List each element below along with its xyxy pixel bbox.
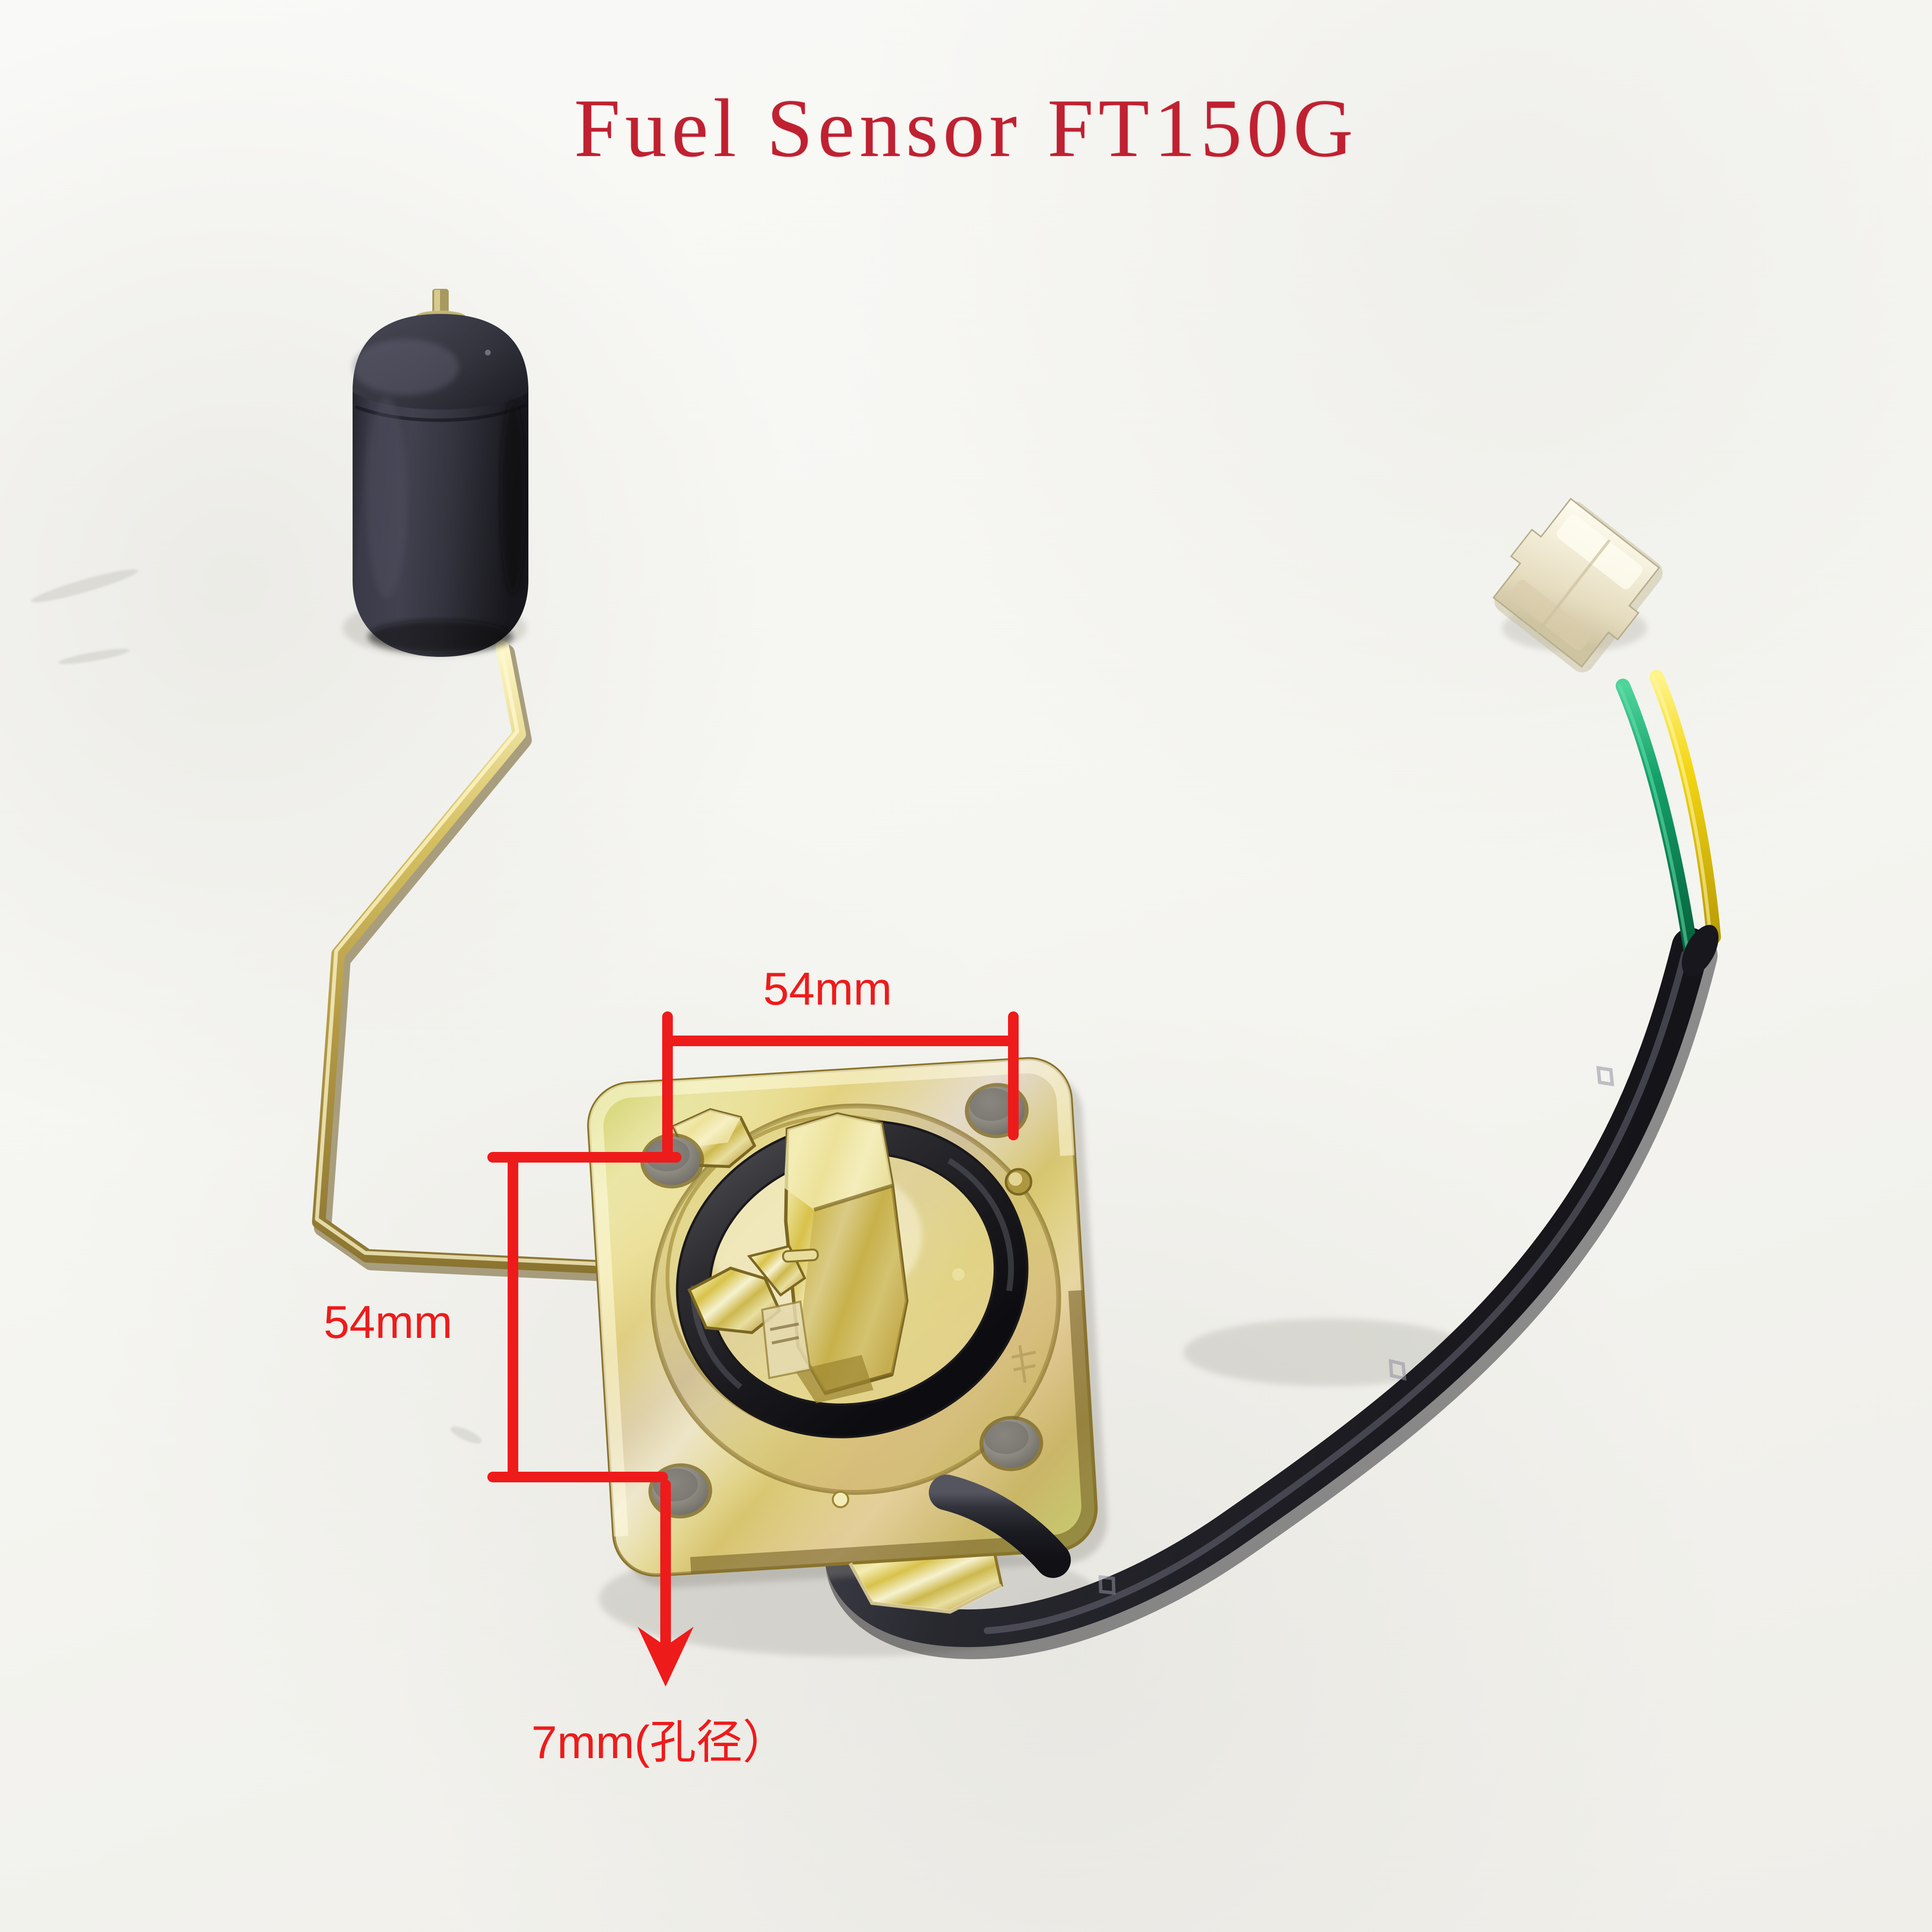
dimension-label-height: 54mm	[324, 1296, 453, 1348]
hole-arrow-head	[638, 1627, 694, 1687]
cable-front-segment	[929, 1475, 1071, 1578]
wire-pair	[1616, 670, 1721, 977]
dimension-label-hole: 7mm(孔径）	[531, 1717, 789, 1768]
page-title: Fuel Sensor FT150G	[574, 83, 1358, 174]
float	[353, 289, 528, 657]
sender-mechanism	[671, 1108, 909, 1404]
two-pin-connector	[1492, 497, 1663, 672]
dimension-label-width: 54mm	[763, 963, 892, 1015]
